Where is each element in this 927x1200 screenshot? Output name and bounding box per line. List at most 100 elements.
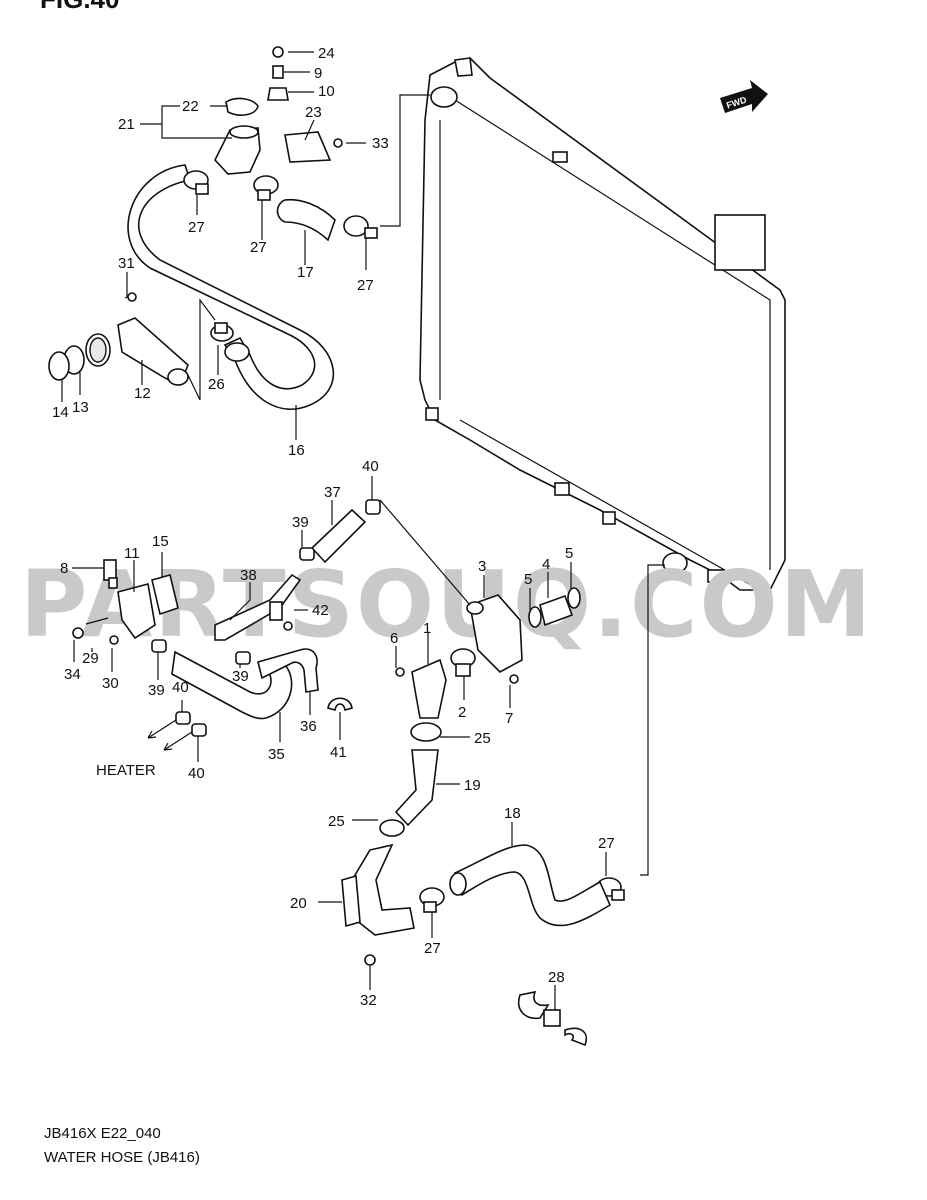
bolt-31 [127,292,137,302]
callouts: 24 9 10 22 21 23 33 27 27 17 27 31 26 16… [52,45,615,1009]
radiator-cap [225,97,259,116]
inlet-pipe-12 [85,292,189,387]
callout-39-c: 39 [148,682,165,699]
clamp-27-b [253,175,279,201]
callout-39-b: 39 [232,668,249,685]
callout-24: 24 [318,45,335,62]
hose-4 [539,594,574,627]
callout-5-a: 5 [524,571,532,588]
bolt-7 [509,674,519,684]
callout-13: 13 [72,399,89,416]
callout-5-b: 5 [565,545,573,562]
callout-42: 42 [312,602,329,619]
callout-35: 35 [268,746,285,763]
callout-41: 41 [330,744,347,761]
clamp-27-a [183,170,209,195]
callout-28: 28 [548,969,565,986]
sensor-8 [103,559,118,589]
heater-pipe-38 [214,573,302,641]
callout-25-b: 25 [328,813,345,830]
clamp-25-a [410,722,442,742]
callout-12: 12 [134,385,151,402]
clamp-25-b [379,819,405,837]
gasket-15 [151,574,179,616]
bolt-42 [283,621,293,631]
callout-31: 31 [118,255,135,272]
leader-lines [61,51,607,1010]
callout-2: 2 [458,704,466,721]
radiator-filler-bracket [714,214,766,271]
clamp-27-d [419,887,445,913]
clamp-26 [210,322,234,342]
callout-36: 36 [300,718,317,735]
footer-title: WATER HOSE (JB416) [44,1149,200,1166]
callout-21: 21 [118,116,135,133]
heater-hose-35 [171,650,293,720]
callout-15: 15 [152,533,169,550]
clamp-39-b [235,651,251,665]
callout-8: 8 [60,560,68,577]
thermostat-cap-1 [411,658,447,719]
clamp-27-c [343,215,378,239]
callout-22: 22 [182,98,199,115]
bolt-30 [109,635,119,645]
callout-40-a: 40 [362,458,379,475]
callout-40-b: 40 [172,679,189,696]
bolt-33 [333,138,343,148]
bolt-29 [85,617,109,625]
heater-direction-arrows [147,719,193,751]
part-9 [272,65,284,79]
callout-38: 38 [240,567,257,584]
o-ring-5-a [528,606,542,628]
nut-34 [72,627,84,639]
heater-hose-36 [257,648,319,693]
callout-1: 1 [423,620,431,637]
bracket-11 [117,583,156,640]
callout-25-a: 25 [474,730,491,747]
callout-11: 11 [124,545,140,562]
clamp-40-c [191,723,207,737]
callout-16: 16 [288,442,305,459]
bolt-24 [272,46,284,58]
o-ring-14 [48,351,70,381]
callout-27-b: 27 [250,239,267,256]
radiator-outlet [662,552,688,574]
callout-4: 4 [542,556,550,573]
filler-neck [214,127,261,175]
callout-9: 9 [314,65,322,82]
clip-28 [518,990,587,1047]
thermostat-2 [450,648,476,677]
radiator-inlet [430,86,458,108]
footer-code: JB416X E22_040 [44,1125,161,1142]
callout-6: 6 [390,630,398,647]
callout-29: 29 [82,650,99,667]
callout-20: 20 [290,895,307,912]
bolt-32 [364,954,376,966]
callout-27-d: 27 [424,940,441,957]
hose-17 [276,198,336,242]
callout-18: 18 [504,805,521,822]
grommet-10 [267,87,289,101]
callout-34: 34 [64,666,81,683]
heater-label: HEATER [96,762,156,779]
filler-neck-assembly [214,97,261,175]
callout-17: 17 [297,264,314,281]
callout-23: 23 [305,104,322,121]
bracket-38-mount [269,601,283,621]
o-ring-5-b [567,587,581,609]
clamp-40-b [175,711,191,725]
figure-title: FIG.40 [40,0,119,14]
hose-37 [310,508,367,564]
bracket-23 [284,131,332,163]
callout-26: 26 [208,376,225,393]
water-outlet-3 [466,594,523,673]
radiator [419,57,786,591]
callout-10: 10 [318,83,335,100]
connection-lines [187,94,665,876]
callout-27-c: 27 [357,277,374,294]
callout-30: 30 [102,675,119,692]
clamp-39-c [151,639,167,653]
callout-33: 33 [372,135,389,152]
callout-27-a: 27 [188,219,205,236]
hose-18 [454,844,612,927]
